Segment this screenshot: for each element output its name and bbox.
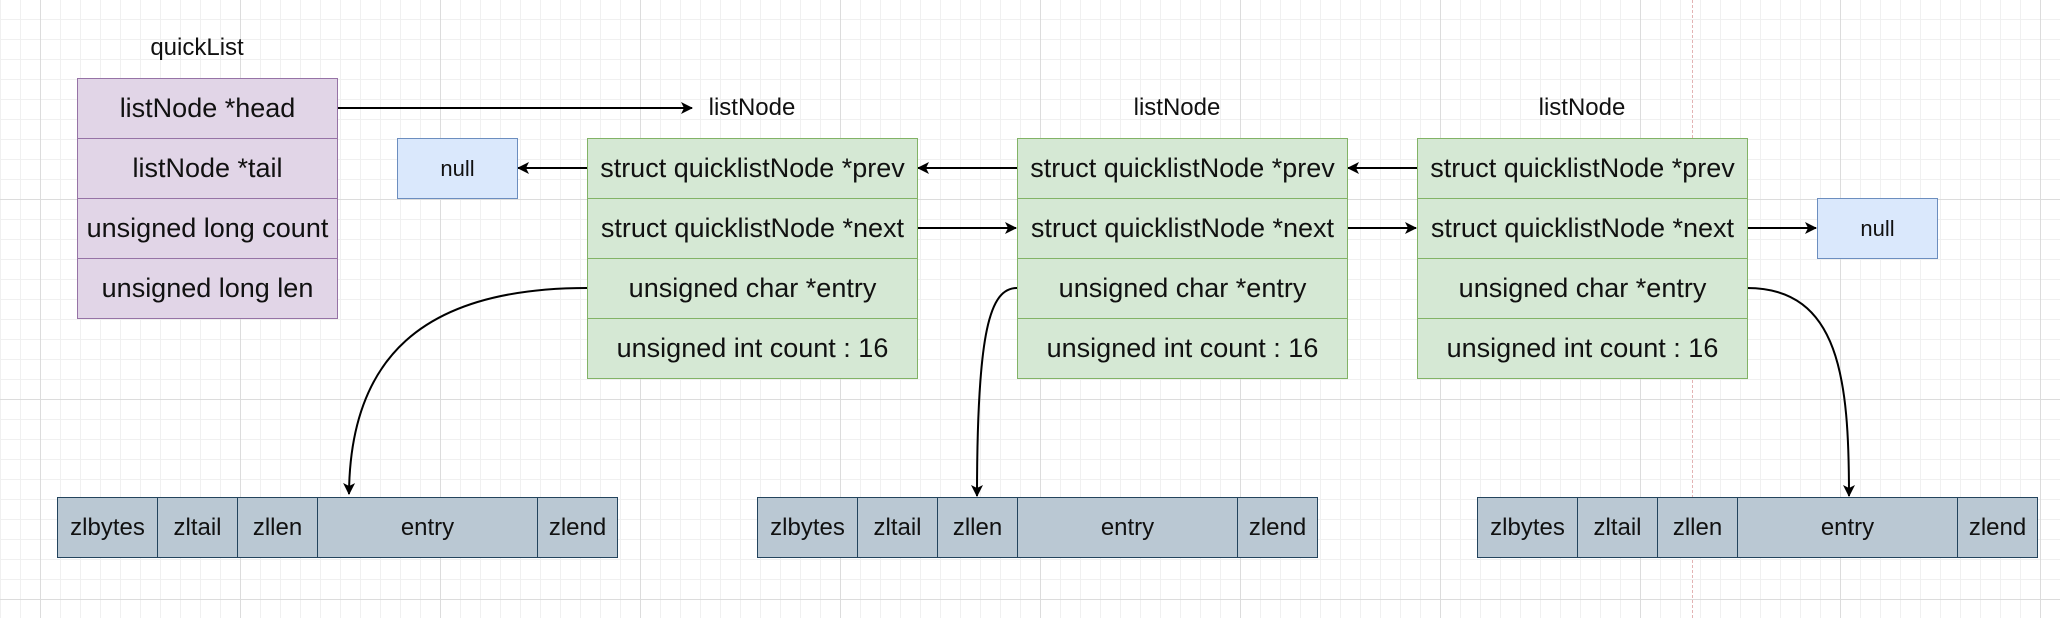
ziplist-cell-entry: entry [317,497,538,558]
node2-entry-to-ziplist2-arrow [971,287,1018,497]
ziplist-cell-zlbytes: zlbytes [57,497,158,558]
quicklist-field-len: unsigned long len [77,258,338,319]
quicklist-title: quickList [150,34,244,61]
ziplist-cell-zlend: zlend [1957,497,2038,558]
quicklist-field-tail: listNode *tail [77,138,338,199]
list-node-field-count: unsigned int count : 16 [1417,318,1748,379]
list-node-field-prev: struct quicklistNode *prev [1017,138,1348,199]
node3-entry-to-ziplist3-arrow [1746,287,1855,497]
list-node-field-entry: unsigned char *entry [587,258,918,319]
list-node-field-next: struct quicklistNode *next [1017,198,1348,259]
ziplist-cell-zllen: zllen [937,497,1018,558]
list-node-field-entry: unsigned char *entry [1017,258,1348,319]
null-box-right: null [1817,198,1938,259]
list-node-field-entry: unsigned char *entry [1417,258,1748,319]
ziplist-cell-zllen: zllen [237,497,318,558]
ziplist-cell-entry: entry [1737,497,1958,558]
ziplist-cell-zllen: zllen [1657,497,1738,558]
list-node-label: listNode [1538,94,1626,121]
list-node-field-count: unsigned int count : 16 [1017,318,1348,379]
ziplist-cell-zlend: zlend [537,497,618,558]
list-node-field-prev: struct quicklistNode *prev [1417,138,1748,199]
ziplist-cell-zltail: zltail [157,497,238,558]
ziplist-cell-zlend: zlend [1237,497,1318,558]
node1-entry-to-ziplist1-arrow [343,287,588,495]
list-node-field-prev: struct quicklistNode *prev [587,138,918,199]
quicklist-field-count: unsigned long count [77,198,338,259]
list-node-field-next: struct quicklistNode *next [587,198,918,259]
list-node-field-count: unsigned int count : 16 [587,318,918,379]
list-node-label: listNode [1133,94,1221,121]
list-node-field-next: struct quicklistNode *next [1417,198,1748,259]
null-box-left: null [397,138,518,199]
ziplist-cell-zlbytes: zlbytes [1477,497,1578,558]
list-node-label: listNode [708,94,796,121]
ziplist-cell-zlbytes: zlbytes [757,497,858,558]
ziplist-cell-entry: entry [1017,497,1238,558]
quicklist-field-head: listNode *head [77,78,338,139]
ziplist-cell-zltail: zltail [857,497,938,558]
ziplist-cell-zltail: zltail [1577,497,1658,558]
